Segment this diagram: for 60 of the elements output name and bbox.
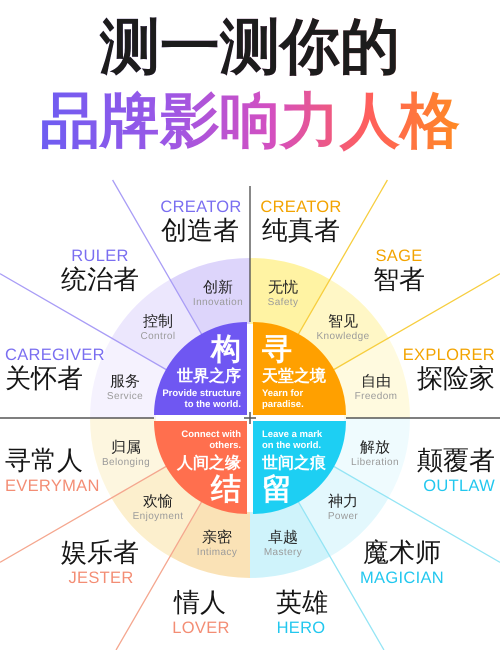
keyword: 神力 — [328, 493, 358, 510]
archetype-name: 娱乐者 — [61, 538, 139, 568]
quadrant-heading: 世间之痕 — [262, 454, 326, 472]
archetype-name: 纯真者 — [262, 216, 340, 246]
quadrant-character: 寻 — [262, 333, 292, 366]
archetype-english-name: HERO — [276, 619, 326, 638]
archetype-name: 探险家 — [417, 364, 495, 394]
keyword: 控制 — [143, 313, 173, 330]
keyword: 自由 — [361, 373, 391, 390]
archetype-name: 关怀者 — [5, 364, 83, 394]
keyword: 智见 — [328, 313, 358, 330]
archetype-english-name: OUTLAW — [423, 477, 495, 496]
keyword: 解放 — [360, 439, 390, 456]
quadrant-slogan: Provide structure to the world. — [161, 388, 241, 410]
keyword: 服务 — [110, 373, 140, 390]
quadrant-slogan: Connect with others. — [180, 429, 241, 451]
keyword: 创新 — [203, 279, 233, 296]
quadrant-heading: 世界之序 — [177, 367, 241, 385]
archetype-name: 英雄 — [276, 588, 328, 618]
archetype-english-name: MAGICIAN — [360, 569, 444, 588]
archetype-name: 智者 — [373, 265, 425, 295]
archetype-english-name: SAGE — [375, 247, 423, 266]
archetype-english-name: JESTER — [68, 569, 134, 588]
keyword-translation: Liberation — [351, 457, 399, 469]
keyword-translation: Power — [328, 511, 358, 523]
keyword: 欢愉 — [143, 493, 173, 510]
archetype-name: 情人 — [174, 588, 226, 618]
archetype-english-name: CREATOR — [260, 198, 342, 217]
keyword: 归属 — [111, 439, 141, 456]
quadrant-heading: 人间之缘 — [177, 454, 241, 472]
keyword-translation: Safety — [268, 297, 298, 309]
archetype-name: 颠覆者 — [417, 446, 495, 476]
keyword-translation: Knowledge — [316, 331, 370, 343]
keyword: 亲密 — [202, 529, 232, 546]
keyword-translation: Enjoyment — [132, 511, 184, 523]
keyword-translation: Control — [140, 331, 176, 343]
keyword-translation: Innovation — [192, 297, 244, 309]
quadrant-character: 留 — [262, 473, 292, 506]
archetype-name: 寻常人 — [5, 446, 83, 476]
archetype-english-name: CAREGIVER — [5, 346, 105, 365]
archetype-name: 创造者 — [161, 216, 239, 246]
keyword: 无忧 — [268, 279, 298, 296]
keyword-translation: Belonging — [102, 457, 150, 469]
keyword: 卓越 — [268, 529, 298, 546]
quadrant-character: 结 — [211, 473, 241, 506]
archetype-english-name: LOVER — [172, 619, 230, 638]
archetype-name: 统治者 — [61, 265, 139, 295]
quadrant-character: 构 — [211, 333, 241, 366]
archetype-english-name: EVERYMAN — [5, 477, 100, 496]
archetype-english-name: EXPLORER — [402, 346, 495, 365]
quadrant-slogan: Yearn for paradise. — [262, 388, 305, 410]
keyword-translation: Intimacy — [196, 547, 238, 559]
archetype-name: 魔术师 — [363, 538, 441, 568]
archetype-english-name: CREATOR — [160, 198, 242, 217]
keyword-translation: Service — [106, 391, 144, 403]
quadrant-slogan: Leave a mark on the world. — [262, 429, 324, 451]
archetype-english-name: RULER — [71, 247, 129, 266]
keyword-translation: Mastery — [264, 547, 302, 559]
keyword-translation: Freedom — [354, 391, 398, 403]
quadrant-heading: 天堂之境 — [262, 367, 326, 385]
